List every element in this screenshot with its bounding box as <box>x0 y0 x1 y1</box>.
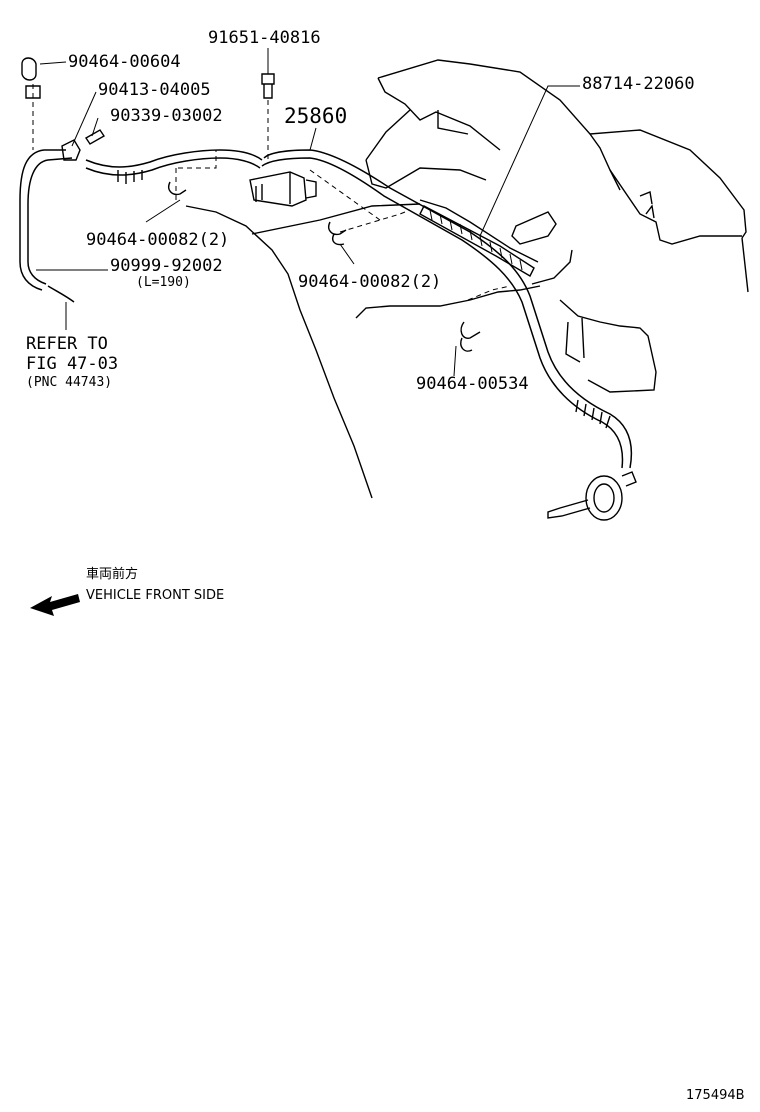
part-label-90464-00604: 90464-00604 <box>68 52 181 72</box>
reference-line-2: FIG 47-03 <box>26 354 119 374</box>
bolt <box>261 73 275 99</box>
direction-label-jp: 車両前方 <box>86 567 139 582</box>
part-label-90464-00082-left: 90464-00082(2) <box>86 230 230 250</box>
reference-line-3: (PNC 44743) <box>26 375 113 390</box>
arrow-left-icon <box>30 594 80 616</box>
figure-id: 175494B <box>686 1088 745 1103</box>
direction-label-en: VEHICLE FRONT SIDE <box>86 588 225 603</box>
hose-length-note: (L=190) <box>136 275 191 290</box>
clips-00082 <box>168 181 347 246</box>
part-label-90464-00534: 90464-00534 <box>416 374 529 394</box>
connector <box>61 129 105 161</box>
vsv-valve <box>249 171 317 207</box>
part-label-90339-03002: 90339-03002 <box>110 106 223 126</box>
reference-line-1: REFER TO <box>26 334 108 354</box>
clip-00534 <box>460 321 481 352</box>
part-label-25860: 25860 <box>284 104 348 128</box>
part-label-88714-22060: 88714-22060 <box>582 74 695 94</box>
part-label-90464-00082-right: 90464-00082(2) <box>298 272 442 292</box>
vacuum-actuator <box>547 471 637 521</box>
protector-sleeve <box>419 205 535 277</box>
engine-outline <box>185 59 749 499</box>
part-label-91651-40816: 91651-40816 <box>208 28 321 48</box>
leader-lines <box>36 48 580 377</box>
clip-top <box>21 57 41 99</box>
part-label-90413-04005: 90413-04005 <box>98 80 211 100</box>
part-label-90999-92002: 90999-92002 <box>110 256 223 276</box>
vacuum-hose <box>19 149 633 469</box>
assembly-lines <box>32 84 511 301</box>
